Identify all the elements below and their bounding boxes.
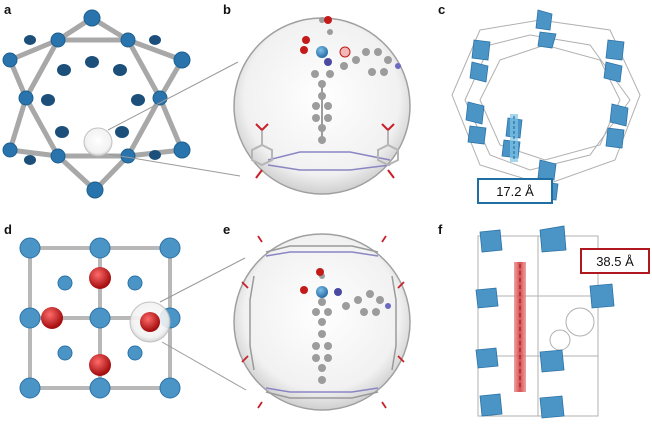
panel-label-a: a bbox=[4, 2, 12, 17]
panel-d-framework bbox=[19, 237, 181, 399]
panel-label-b: b bbox=[223, 2, 231, 17]
panel-label-d: d bbox=[4, 222, 12, 237]
panel-label-f: f bbox=[438, 222, 443, 237]
panel-c-framework bbox=[451, 9, 641, 201]
panel-label-c: c bbox=[438, 2, 446, 17]
panel-a-framework bbox=[2, 9, 191, 199]
pore-size-label-f: 38.5 Å bbox=[580, 248, 650, 274]
panel-f-framework bbox=[475, 225, 615, 419]
zoom-lines-a bbox=[107, 61, 241, 177]
panel-b-lens bbox=[233, 16, 411, 195]
zoom-lines-d bbox=[159, 257, 247, 391]
panel-e-lens bbox=[233, 233, 411, 411]
panel-label-e: e bbox=[223, 222, 231, 237]
pore-size-label-c: 17.2 Å bbox=[477, 178, 553, 204]
